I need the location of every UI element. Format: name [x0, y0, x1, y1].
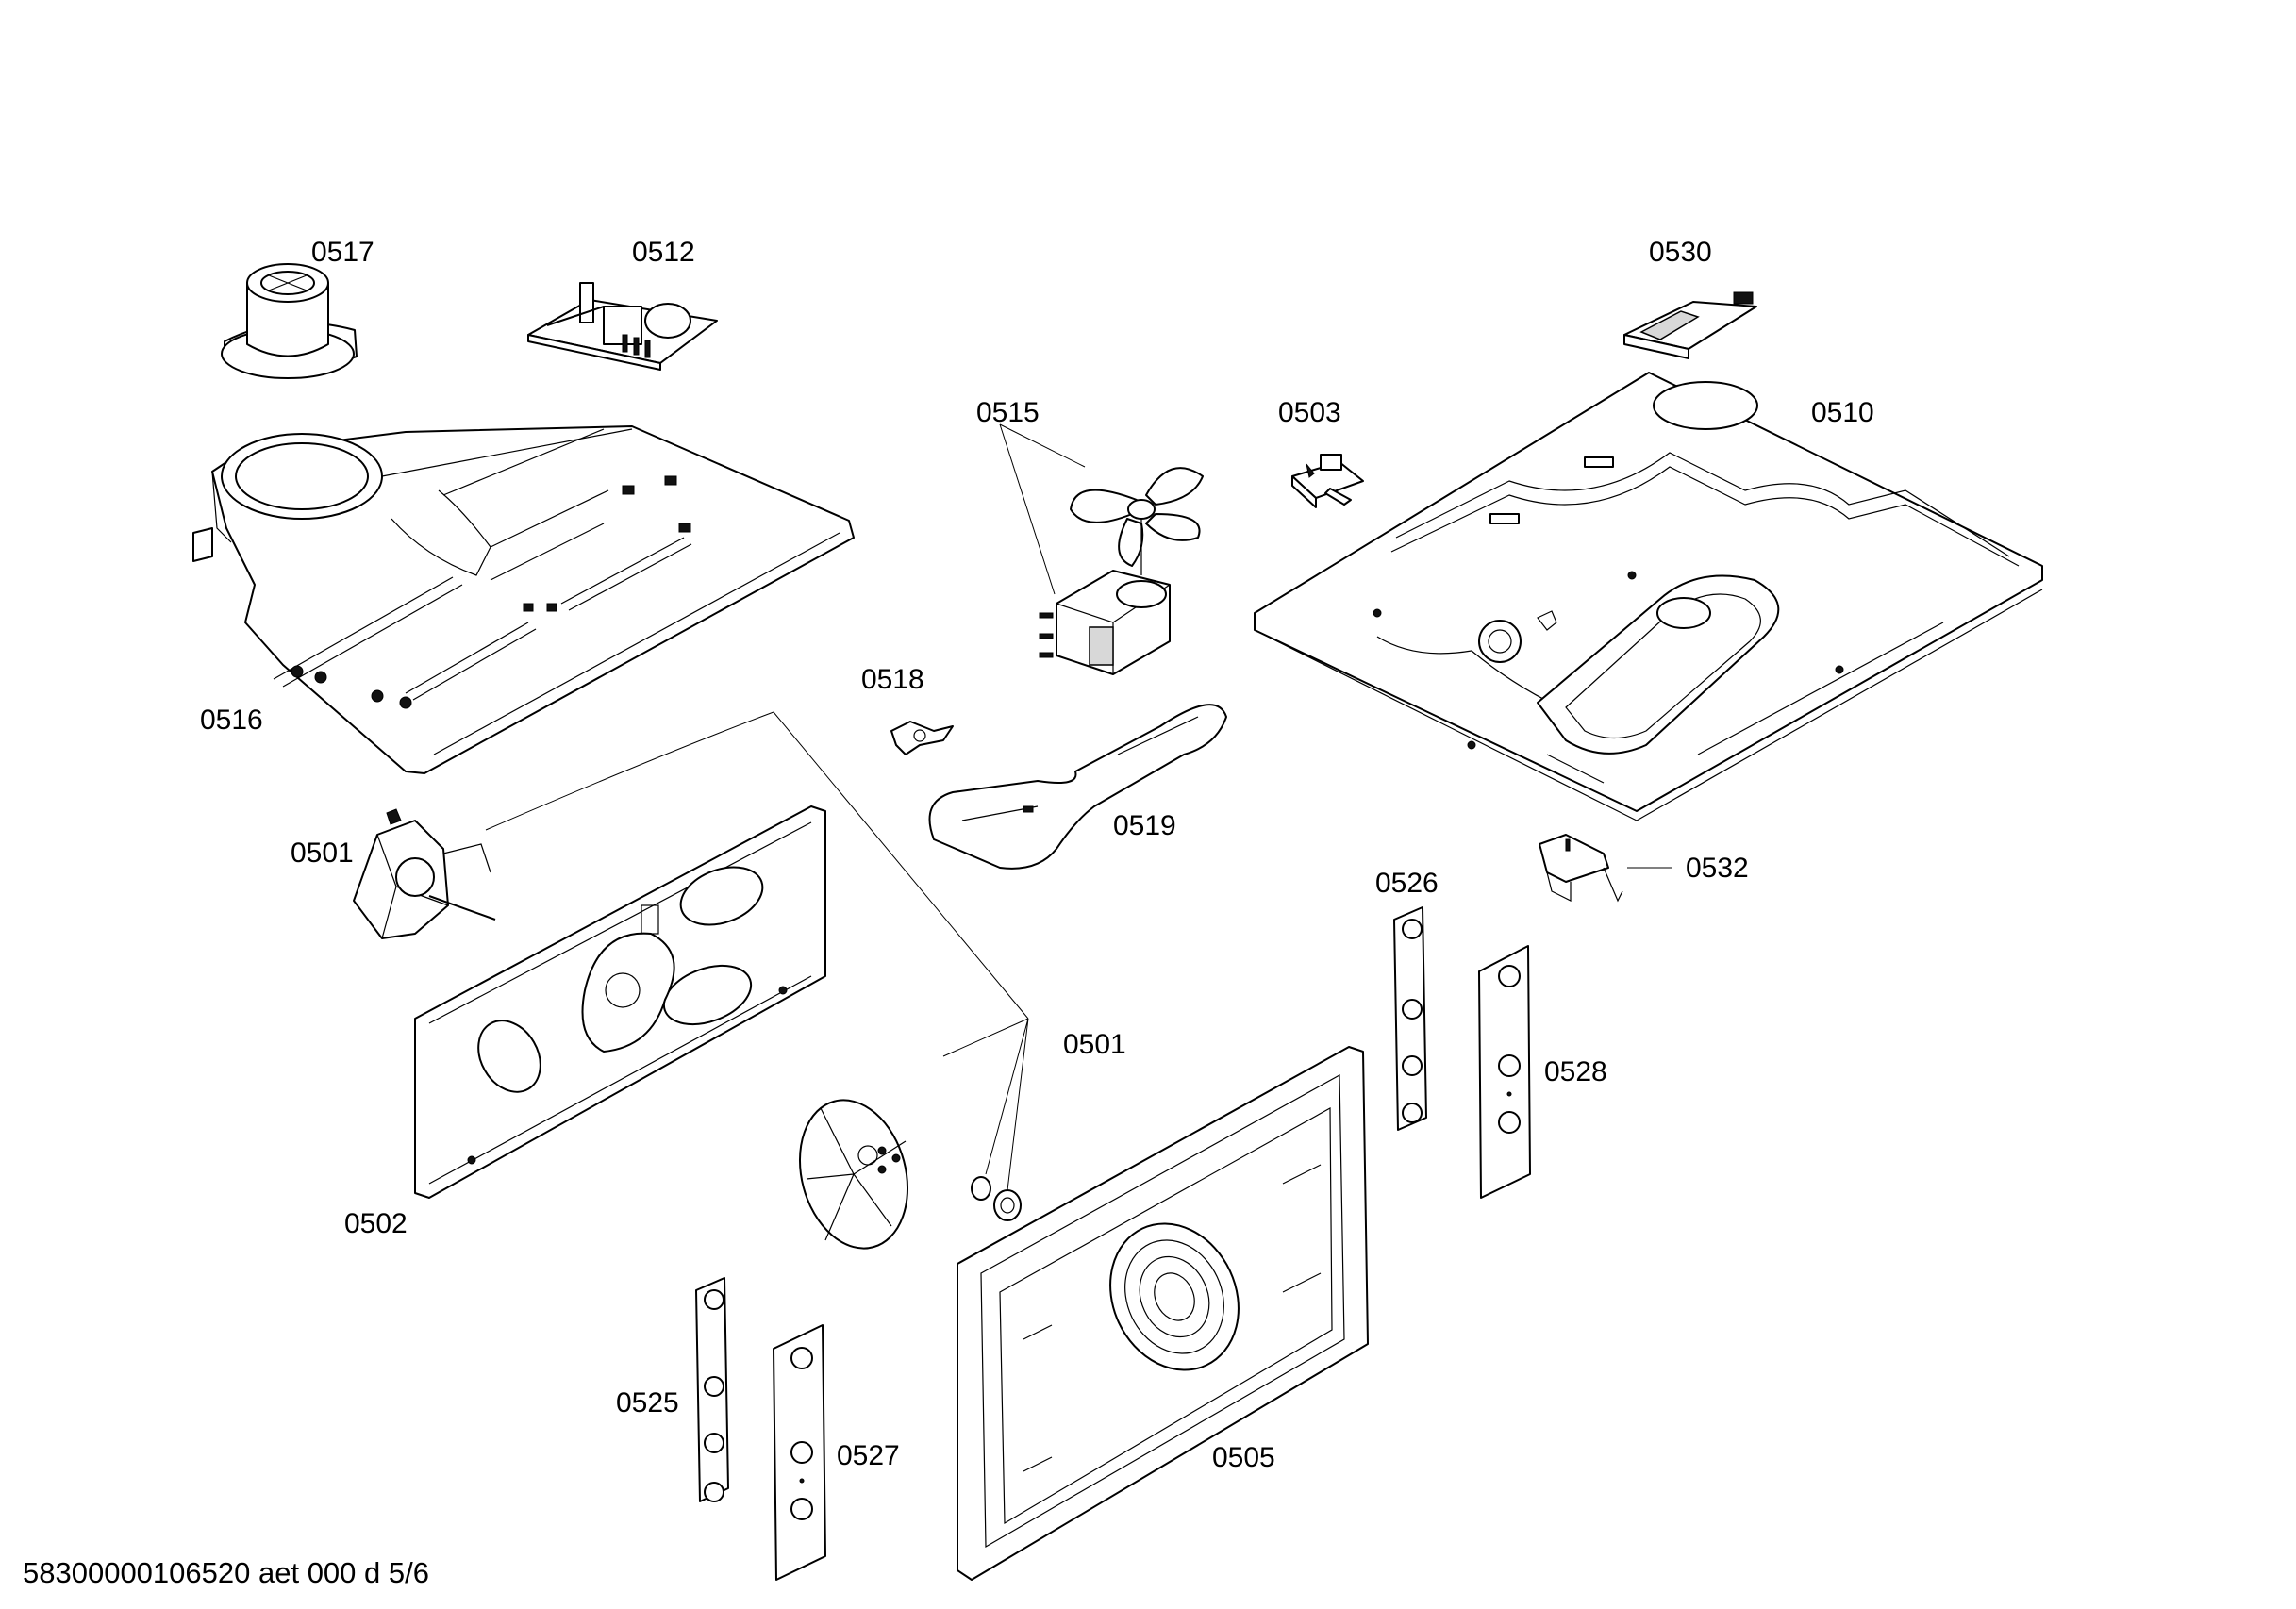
- label-0510: 0510: [1811, 397, 1874, 428]
- label-0518: 0518: [861, 664, 924, 695]
- part-0518-bracket: [890, 721, 954, 755]
- label-0525: 0525: [616, 1387, 679, 1418]
- part-0501-nut-washer: [971, 1176, 1022, 1221]
- label-0501-upper: 0501: [291, 838, 354, 869]
- part-0501-fan-wheel: [798, 1099, 909, 1250]
- label-0528: 0528: [1544, 1056, 1607, 1087]
- label-0527: 0527: [837, 1440, 900, 1471]
- label-0501-lower: 0501: [1063, 1029, 1126, 1060]
- label-0505: 0505: [1212, 1442, 1275, 1473]
- part-0526-side-rail: [1393, 906, 1427, 1131]
- part-0527-side-trim: [773, 1324, 826, 1581]
- leader-0501-mid: [942, 1018, 1029, 1191]
- leader-0501-upper: [485, 711, 774, 831]
- part-0530-lamp-holder: [1623, 291, 1757, 359]
- label-0519: 0519: [1113, 810, 1176, 841]
- label-0532: 0532: [1686, 853, 1749, 884]
- label-0503: 0503: [1278, 397, 1341, 428]
- label-0530: 0530: [1649, 237, 1712, 268]
- label-0517: 0517: [311, 237, 374, 268]
- drawing-reference-number: 58300000106520 aet 000 d 5/6: [23, 1556, 429, 1589]
- leader-0515-a: [999, 423, 1056, 595]
- part-0516-upper-housing: [192, 425, 855, 774]
- leader-0515-b: [999, 423, 1086, 468]
- part-0519-cover-plate: [928, 704, 1227, 870]
- part-0501-fan-motor: [353, 808, 496, 939]
- part-0532-connector: [1539, 834, 1623, 903]
- label-0512: 0512: [632, 237, 695, 268]
- label-0526: 0526: [1375, 868, 1439, 899]
- part-0510-base-plate: [1254, 372, 2043, 821]
- label-0502: 0502: [344, 1208, 408, 1239]
- label-0515: 0515: [976, 397, 1040, 428]
- part-0517-air-guide: [221, 263, 358, 379]
- part-0505-back-panel: [957, 1046, 1369, 1581]
- part-0528-side-trim: [1478, 945, 1531, 1199]
- part-0525-side-rail: [695, 1277, 729, 1502]
- label-0516: 0516: [200, 705, 263, 736]
- part-0502-rear-cover: [414, 805, 826, 1199]
- leader-0501-lower: [773, 711, 1029, 1020]
- part-0512-circuit-board: [527, 282, 718, 371]
- part-0515-cooling-fan-motor: [1039, 467, 1204, 675]
- part-0503-thermostat: [1291, 454, 1364, 508]
